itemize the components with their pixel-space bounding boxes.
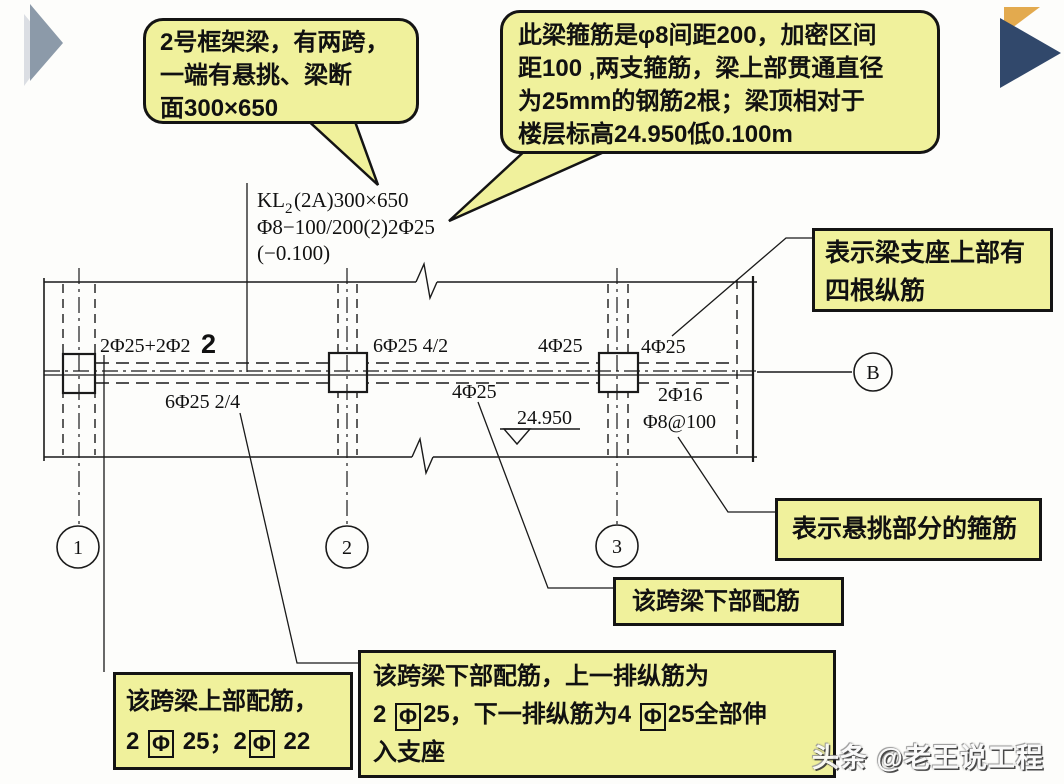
callout-support-top-rebar: 表示梁支座上部有 四根纵筋: [812, 228, 1053, 312]
label-cantilever-bottom-2: Φ8@100: [643, 411, 716, 433]
axis-label-2: 2: [342, 537, 352, 559]
column-2: [327, 351, 369, 394]
callout-stirrup-note: 此梁箍筋是φ8间距200，加密区间 距100 ,两支箍筋，梁上部贯通直径 为25…: [500, 10, 940, 154]
callout-frame-beam-line: 2号框架梁，有两跨，: [160, 29, 390, 56]
callout-stirrup-line: 距100 ,两支箍筋，梁上部贯通直径: [518, 55, 884, 82]
callout-support-top-line: 表示梁支座上部有: [825, 239, 1026, 267]
label-span1-top-suffix: 2: [201, 329, 216, 359]
rebar-grade-symbol: Φ: [639, 703, 666, 731]
callout-frame-beam: 2号框架梁，有两跨， 一端有悬挑、梁断 面300×650: [143, 18, 419, 124]
callout-span-bottom-rebar: 该跨梁下部配筋: [613, 577, 844, 626]
label-cantilever-top: 4Φ25: [641, 336, 686, 358]
decoration-top-right-arrow-icon: [1000, 7, 1061, 88]
frame-beam-callout-tail: [299, 114, 380, 186]
beam-label-section: (2A)300×650: [294, 188, 409, 212]
top-rebar-seg: 22: [276, 728, 311, 755]
label-span1-bottom: 6Φ25 2/4: [165, 391, 240, 413]
axis-circle-1: [56, 525, 100, 569]
bottom-detail-line1: 该跨梁下部配筋，上一排纵筋为: [373, 663, 709, 690]
label-span2-bottom: 4Φ25: [452, 381, 497, 403]
watermark-text: 头条 @老王说工程: [812, 743, 1044, 773]
rebar-labels: 2Φ25+2Φ2 2 6Φ25 2/4 6Φ25 4/2 4Φ25 4Φ25 2…: [100, 329, 716, 433]
beam-label-kl-subscript: 2: [285, 201, 293, 217]
column-3: [597, 351, 640, 394]
beam-label-kl: KL: [257, 188, 285, 212]
callout-stirrup-line: 此梁箍筋是φ8间距200，加密区间: [518, 22, 877, 49]
grid-axis-circles: [56, 352, 893, 569]
axis-circle-3: [595, 524, 639, 568]
leader-lines: [103, 183, 812, 672]
decoration-top-left-arrow-icon: [24, 4, 63, 86]
axis-label-B: B: [866, 362, 879, 384]
label-cantilever-bottom-1: 2Φ16: [658, 384, 703, 406]
callout-tails: [299, 114, 641, 223]
axis-circle-2: [325, 525, 369, 569]
bottom-detail-seg: 25，下一排纵筋为4: [423, 701, 638, 728]
rebar-grade-symbol: Φ: [248, 730, 275, 758]
beam-label-group: KL 2 (2A)300×650 Φ8−100/200(2)2Φ25 (−0.1…: [257, 188, 435, 265]
bottom-detail-line3: 入支座: [373, 739, 445, 766]
break-mark-bottom: [411, 436, 434, 476]
label-level-value: 24.950: [517, 407, 572, 429]
break-mark-top: [415, 261, 438, 301]
grid-axis-labels: 1 2 3 B: [73, 362, 880, 559]
top-rebar-line1: 该跨梁上部配筋，: [126, 688, 318, 715]
bottom-detail-seg: 25全部伸: [667, 701, 767, 728]
axis-label-1: 1: [73, 537, 83, 559]
label-span2-top-left: 6Φ25 4/2: [373, 335, 448, 357]
top-rebar-seg: 25；2: [176, 728, 247, 755]
level-mark-icon: [500, 428, 580, 446]
bottom-detail-seg: 2: [373, 701, 394, 728]
callout-support-top-line: 四根纵筋: [825, 277, 926, 305]
beam-label-elevation: (−0.100): [257, 241, 330, 265]
callout-frame-beam-line: 一端有悬挑、梁断: [160, 62, 352, 89]
beam-label-stirrup-line: Φ8−100/200(2)2Φ25: [257, 215, 435, 239]
column-squares: [61, 351, 640, 395]
rebar-grade-symbol: Φ: [395, 703, 422, 731]
axis-circle-B: [853, 352, 893, 392]
callout-stirrup-line: 楼层标高24.950低0.100m: [518, 121, 793, 148]
beam-linework: [43, 183, 893, 672]
label-span1-top: 2Φ25+2Φ2: [100, 335, 191, 357]
label-span2-top-right: 4Φ25: [538, 335, 583, 357]
callout-cantilever-stirrup: 表示悬挑部分的箍筋: [775, 498, 1042, 561]
callout-stirrup-line: 为25mm的钢筋2根；梁顶相对于: [518, 88, 865, 115]
top-rebar-seg: 2: [126, 728, 147, 755]
axis-label-3: 3: [612, 536, 622, 558]
rebar-grade-symbol: Φ: [148, 730, 175, 758]
callout-frame-beam-line: 面300×650: [160, 95, 279, 122]
